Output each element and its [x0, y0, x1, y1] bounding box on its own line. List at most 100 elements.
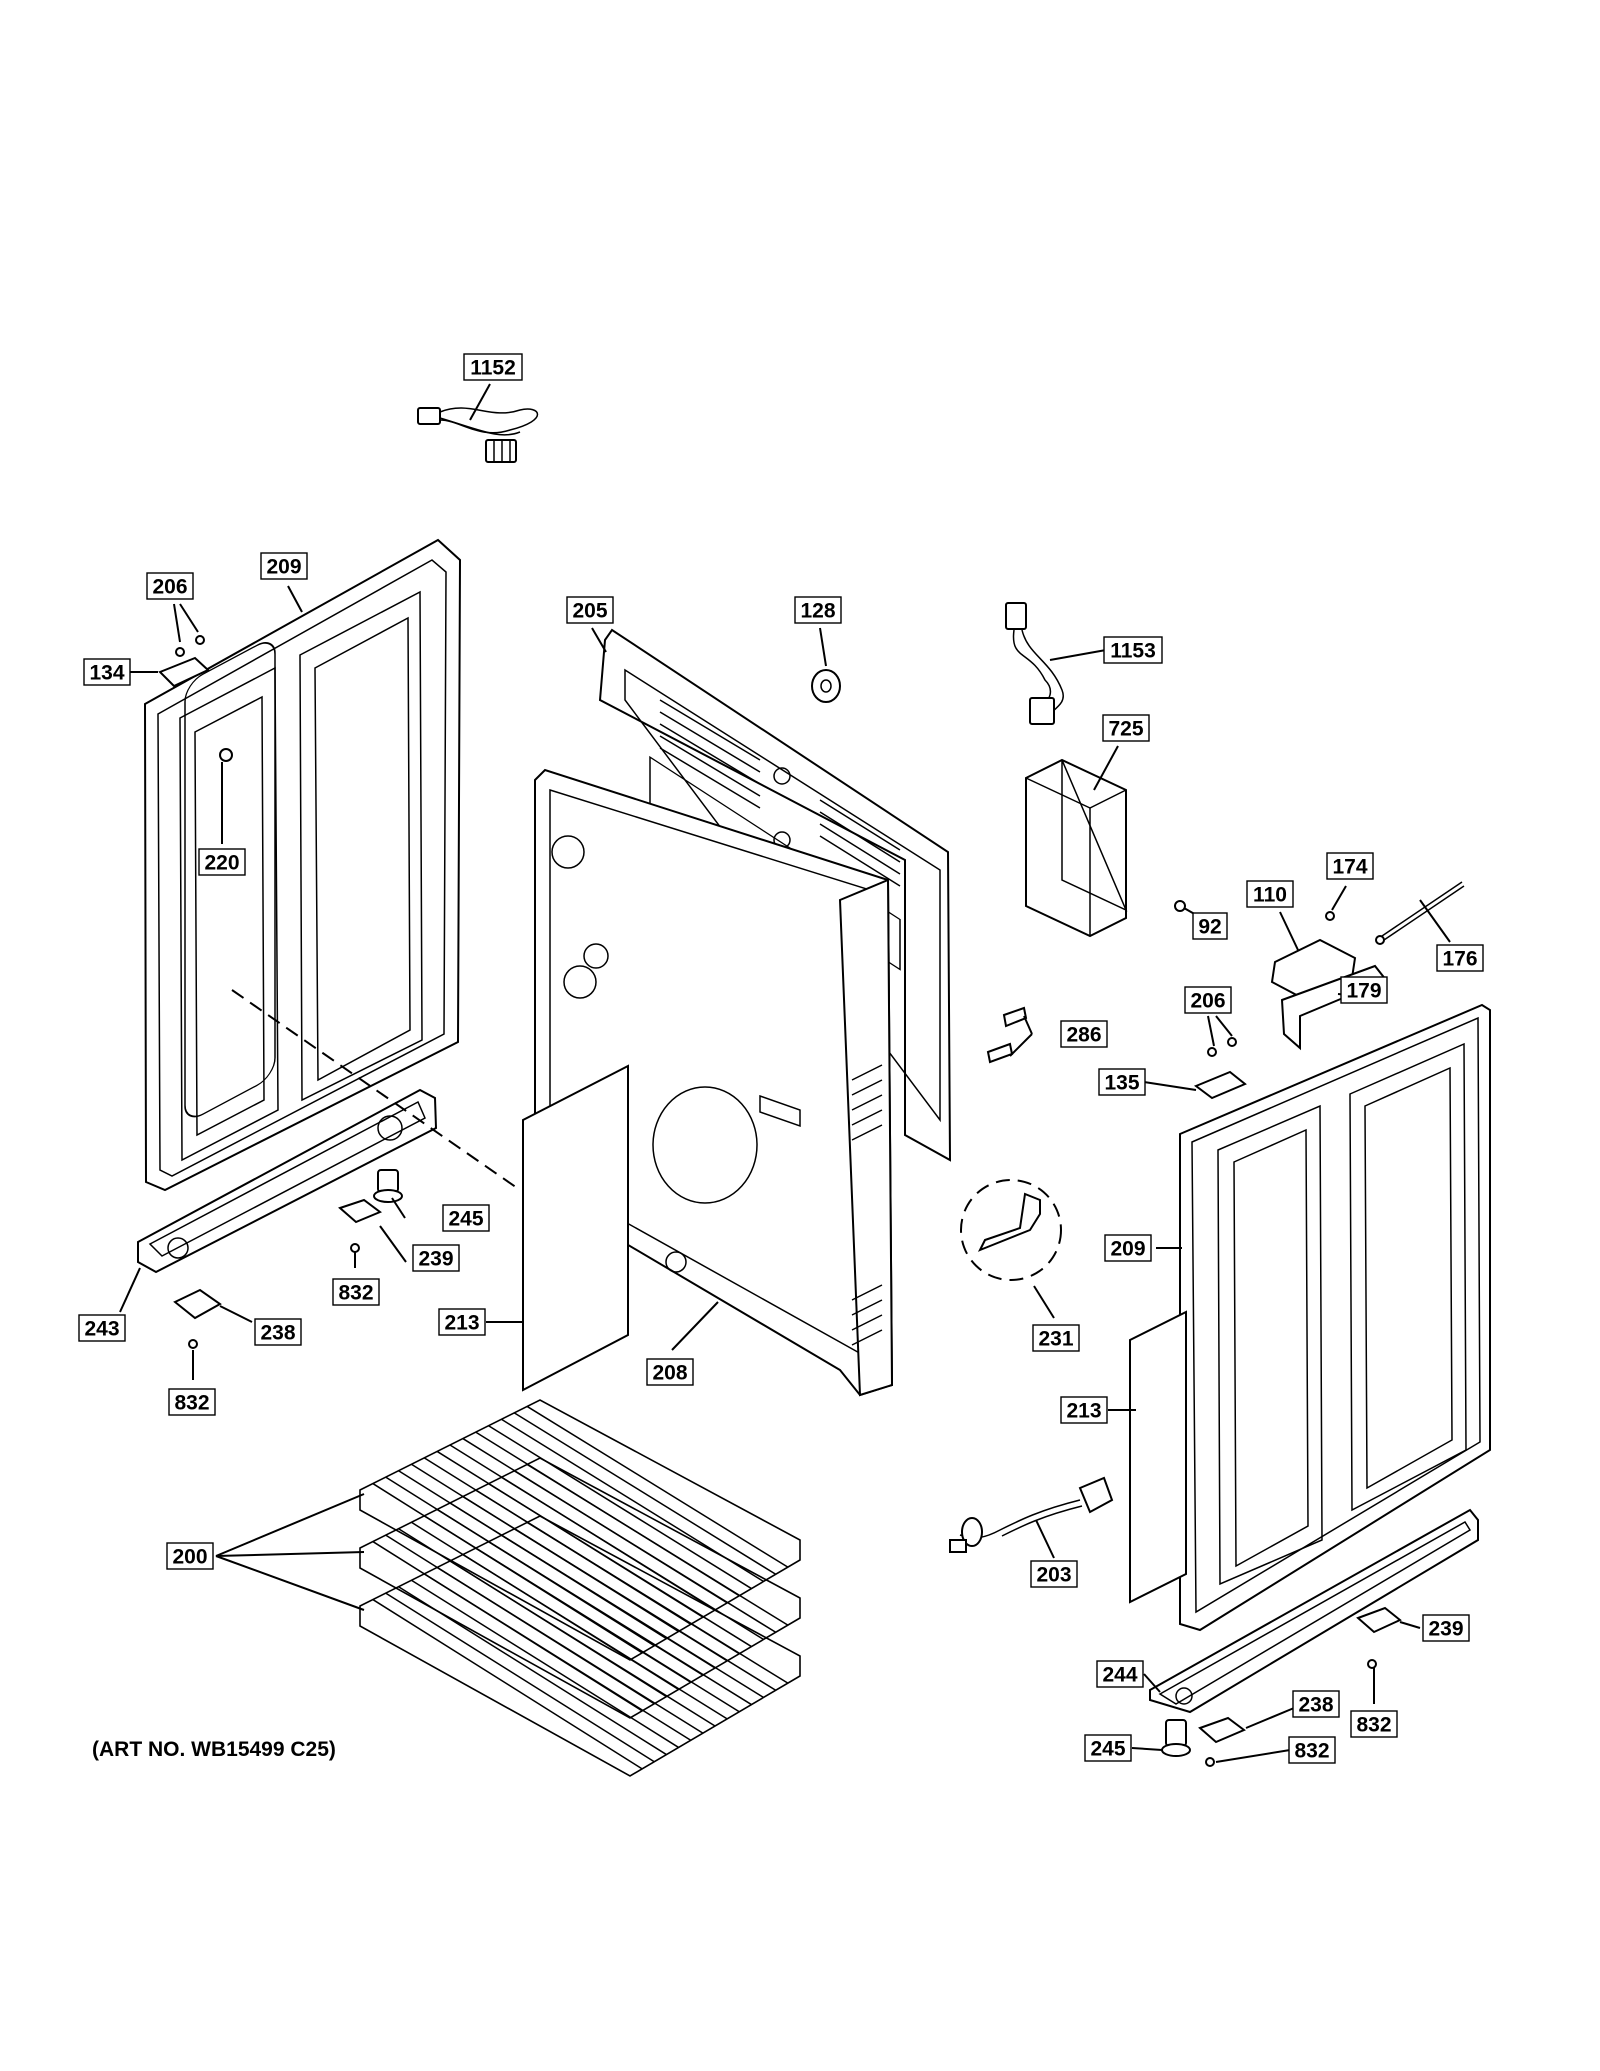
callout-134: 134	[83, 658, 131, 686]
part-176-rod	[1375, 881, 1465, 945]
callout-1152: 1152	[463, 353, 523, 381]
callout-text: 135	[1104, 1072, 1139, 1095]
callout-text: 239	[418, 1248, 453, 1271]
callout-213: 213	[438, 1308, 486, 1336]
callout-text: 176	[1442, 948, 1477, 971]
callout-text: 725	[1108, 718, 1143, 741]
callout-208: 208	[646, 1358, 694, 1386]
callout-text: 134	[89, 662, 124, 685]
callout-205: 205	[566, 596, 614, 624]
part-239-leg-cap-left	[338, 1198, 382, 1253]
callout-text: 239	[1428, 1618, 1463, 1641]
callout-text: 243	[84, 1318, 119, 1341]
part-243-left-base-rail	[137, 1088, 438, 1274]
callout-286: 286	[1060, 1020, 1108, 1048]
callout-text: 213	[444, 1312, 479, 1335]
callout-176: 176	[1436, 944, 1484, 972]
callout-209: 209	[260, 552, 308, 580]
part-200-oven-racks	[359, 1399, 801, 1777]
part-213-insulation-right	[1129, 1310, 1187, 1604]
callout-220: 220	[198, 848, 246, 876]
callout-239: 239	[1422, 1614, 1470, 1642]
callout-text: 238	[1298, 1694, 1333, 1717]
callout-203: 203	[1030, 1560, 1078, 1588]
callout-text: 832	[174, 1392, 209, 1415]
callout-text: 286	[1066, 1024, 1101, 1047]
part-209-left-side-panel	[143, 538, 462, 1192]
part-245-leveling-leg-left	[373, 1169, 403, 1203]
callout-1153: 1153	[1103, 636, 1163, 664]
callout-text: 209	[266, 556, 301, 579]
callout-text: 231	[1038, 1328, 1073, 1351]
part-1152-wire-harness	[417, 407, 538, 463]
part-725-terminal-block-bracket	[1025, 758, 1128, 938]
part-245-leveling-leg-right	[1161, 1719, 1215, 1767]
callout-206: 206	[1184, 986, 1232, 1014]
part-209-right-side-panel	[1179, 1003, 1491, 1632]
part-231-detail-bracket	[960, 1179, 1062, 1281]
callout-110: 110	[1246, 880, 1294, 908]
callout-text: 220	[204, 852, 239, 875]
callout-text: 1152	[470, 357, 516, 380]
callout-text: 206	[1190, 990, 1225, 1013]
leader-lines	[119, 383, 1451, 1763]
callout-text: 208	[652, 1362, 687, 1385]
callout-200: 200	[166, 1542, 214, 1570]
callout-text: 245	[1090, 1738, 1125, 1761]
callout-text: 832	[1294, 1740, 1329, 1763]
callout-text: 206	[152, 576, 187, 599]
callout-245: 245	[1084, 1734, 1132, 1762]
callout-213: 213	[1060, 1396, 1108, 1424]
part-134-bracket	[158, 635, 233, 762]
callout-text: 213	[1066, 1400, 1101, 1423]
callout-text: 128	[800, 600, 835, 623]
part-238-leg-pad-left	[173, 1288, 222, 1349]
part-244-right-base-rail	[1149, 1508, 1479, 1714]
callout-text: 92	[1198, 916, 1221, 939]
callout-text: 832	[338, 1282, 373, 1305]
callout-text: 110	[1253, 884, 1287, 907]
callout-text: 174	[1332, 856, 1367, 879]
part-1153-wire-harness	[1005, 602, 1064, 725]
callout-832: 832	[168, 1388, 216, 1416]
callout-text: 245	[448, 1208, 483, 1231]
callout-text: 238	[260, 1322, 295, 1345]
callout-174: 174	[1326, 852, 1374, 880]
callout-206: 206	[146, 572, 194, 600]
part-286-clips	[986, 1006, 1028, 1064]
callout-209: 209	[1104, 1234, 1152, 1262]
part-239-leg-cap-right	[1356, 1606, 1402, 1669]
callout-725: 725	[1102, 714, 1150, 742]
callout-text: 244	[1102, 1664, 1137, 1687]
callout-832: 832	[1288, 1736, 1336, 1764]
part-128-gasket-ring	[811, 669, 841, 703]
callout-92: 92	[1192, 912, 1228, 940]
callout-245: 245	[442, 1204, 490, 1232]
part-92-screw	[1174, 900, 1186, 912]
callout-238: 238	[254, 1318, 302, 1346]
callout-text: 200	[172, 1546, 207, 1569]
callout-text: 179	[1346, 980, 1381, 1003]
callout-244: 244	[1096, 1660, 1144, 1688]
callout-text: 832	[1356, 1714, 1391, 1737]
callout-text: 1153	[1110, 640, 1156, 663]
part-213-insulation-left	[522, 1064, 629, 1392]
art-number: (ART NO. WB15499 C25)	[92, 1738, 336, 1761]
part-238-leg-pad-right	[1198, 1716, 1246, 1744]
callout-135: 135	[1098, 1068, 1146, 1096]
callout-labels: 1152 206 209 134 220 205 128 1153 725 174 110 92 176…	[78, 353, 1484, 1764]
part-203-power-cord	[949, 1476, 1114, 1553]
callout-231: 231	[1032, 1324, 1080, 1352]
callout-128: 128	[794, 596, 842, 624]
callout-text: 205	[572, 600, 607, 623]
callout-text: 209	[1110, 1238, 1145, 1261]
callout-text: 203	[1036, 1564, 1071, 1587]
callout-832: 832	[332, 1278, 380, 1306]
callout-179: 179	[1340, 976, 1388, 1004]
callout-238: 238	[1292, 1690, 1340, 1718]
part-135-bracket	[1193, 1037, 1247, 1100]
callout-832: 832	[1350, 1710, 1398, 1738]
callout-243: 243	[78, 1314, 126, 1342]
callout-239: 239	[412, 1244, 460, 1272]
